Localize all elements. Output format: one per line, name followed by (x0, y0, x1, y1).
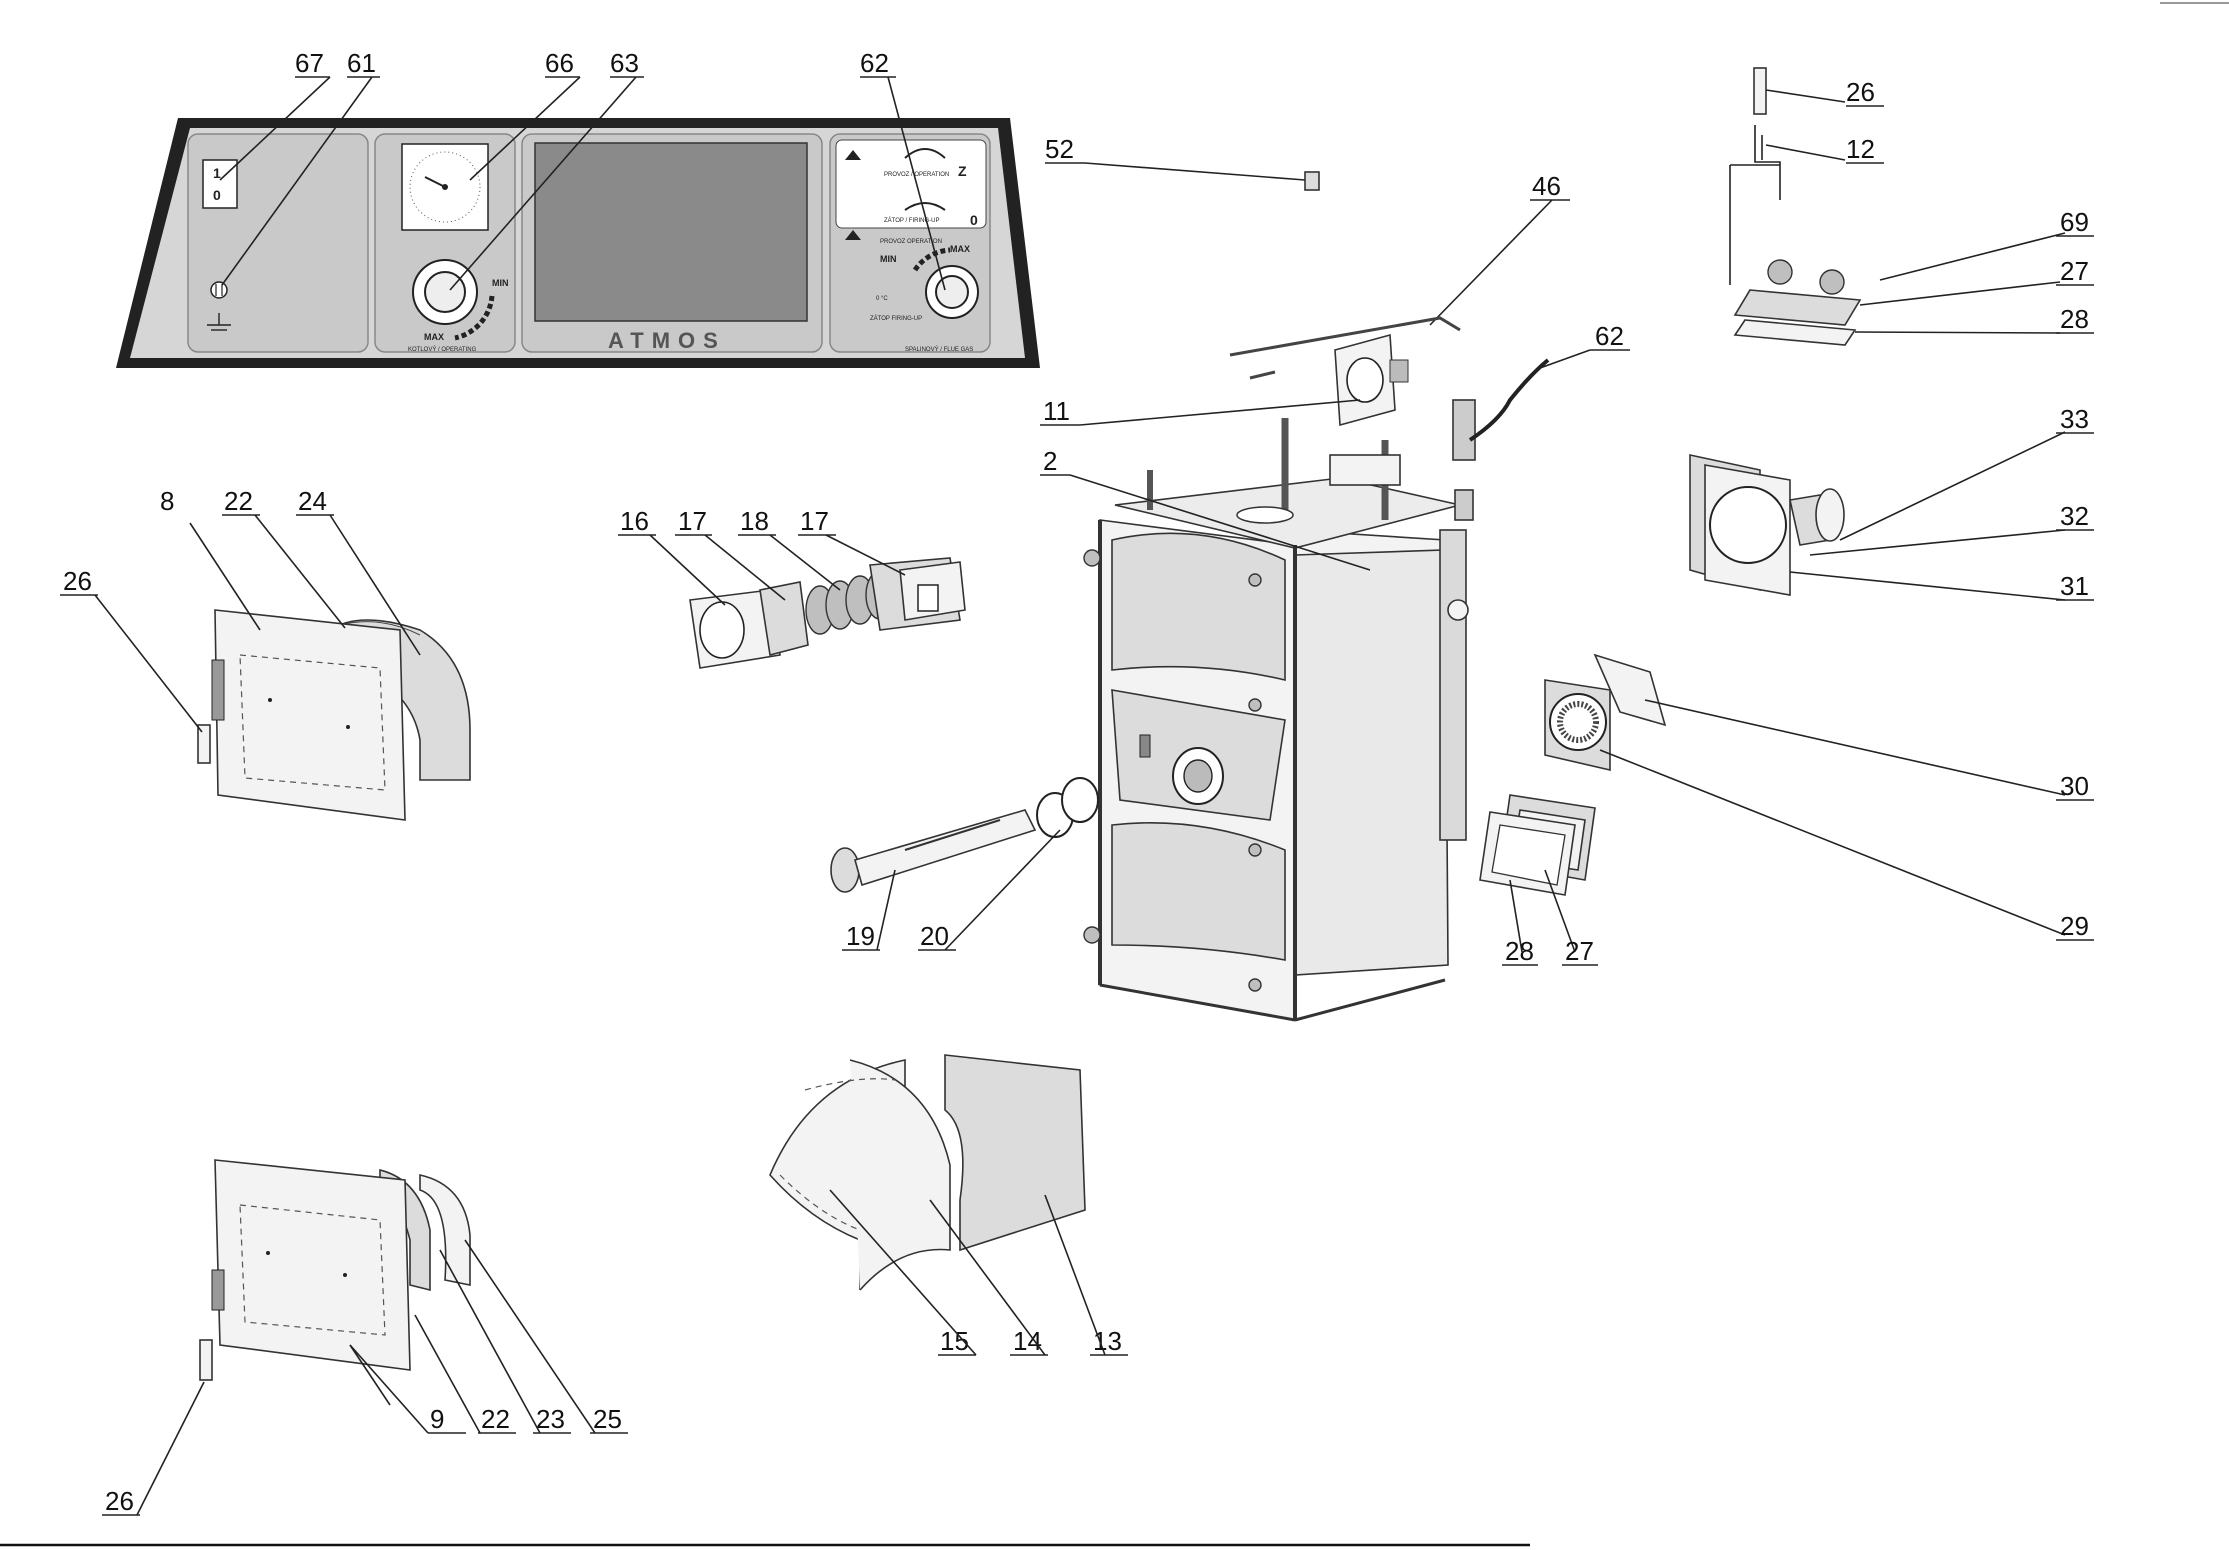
label-26-top: 26 (1846, 77, 1875, 107)
gasket-group-lower: 28 27 (1479, 794, 1598, 966)
boiler-body (1083, 399, 1476, 1022)
label-26-bottom: 26 (105, 1486, 134, 1516)
nozzle-set: 16 17 18 17 (618, 506, 966, 669)
label-32: 32 (2060, 501, 2089, 531)
door-9 (214, 1159, 411, 1371)
label-69: 69 (2060, 207, 2089, 237)
label-18: 18 (740, 506, 769, 536)
label-62-body: 62 (1595, 321, 1624, 351)
label-28-top: 28 (2060, 304, 2089, 334)
fluegas-min-text: MIN (880, 254, 897, 264)
label-61: 61 (347, 48, 376, 78)
switch-on-text: 1 (213, 165, 221, 181)
flange-11: 11 (1040, 333, 1409, 427)
gauge-label-text: KOTLOVÝ / OPERATING (408, 346, 477, 353)
sensor-head (1452, 399, 1476, 461)
fluegas-max-text: MAX (950, 244, 970, 254)
control-panel: 1 0 MIN MAX KOTLOVÝ / OPERATING ATMOS PR… (116, 118, 1040, 368)
label-31: 31 (2060, 571, 2089, 601)
fan-housing-group: 33 32 31 (1689, 404, 2094, 601)
label-62-panel: 62 (860, 48, 889, 78)
pin-part (1753, 67, 1767, 115)
label-12: 12 (1846, 134, 1875, 164)
label-8: 8 (160, 486, 174, 516)
thermostat-max-text: MAX (424, 332, 444, 342)
label-11: 11 (1043, 396, 1070, 426)
label-17-right: 17 (800, 506, 829, 536)
lower-door-assembly: 9 22 23 25 26 (102, 1159, 628, 1516)
ground-symbol-icon (207, 313, 231, 331)
display-window (534, 142, 808, 322)
mode-operation-text: PROVOZ / OPERATION (884, 172, 949, 178)
mode-z-text: Z (958, 163, 967, 179)
label-23: 23 (536, 1404, 565, 1434)
label-22-top: 22 (224, 486, 253, 516)
thermometer-gauge (401, 143, 489, 231)
label-20: 20 (920, 921, 949, 951)
rod-and-cover-group: 26 12 69 27 28 (1729, 67, 2094, 346)
ash-pan-group: 15 14 13 (769, 1054, 1128, 1356)
upper-door (1111, 532, 1286, 682)
label-25: 25 (593, 1404, 622, 1434)
door-8 (214, 609, 406, 821)
label-24: 24 (298, 486, 327, 516)
bolt-group: 19 20 (830, 777, 1099, 951)
fluegas-operation-text: PROVOZ OPERATION (880, 239, 942, 245)
cover-plate (1733, 289, 1862, 326)
label-16: 16 (620, 506, 649, 536)
label-33: 33 (2060, 404, 2089, 434)
door-pin-lower (199, 1339, 213, 1381)
flame-icon (845, 150, 861, 160)
fluegas-firing-text: ZÁTOP FIRING-UP (870, 315, 922, 322)
brand-text: ATMOS (608, 328, 726, 353)
lower-door (1111, 821, 1286, 961)
label-2: 2 (1043, 446, 1057, 476)
gauge-needle (424, 176, 446, 188)
upper-door-assembly: 8 22 24 26 (60, 486, 471, 821)
door-handle-pin (197, 724, 211, 764)
label-26-mid: 26 (63, 566, 92, 596)
label-27-lower: 27 (1565, 936, 1594, 966)
panel-callouts: 67 61 66 63 62 (219, 48, 946, 291)
damper-group: 30 29 (1544, 653, 2094, 941)
label-30: 30 (2060, 771, 2089, 801)
main-switch[interactable] (202, 159, 238, 209)
label-28-lower: 28 (1505, 936, 1534, 966)
label-63: 63 (610, 48, 639, 78)
flame-icon-2 (845, 230, 861, 240)
switch-off-text: 0 (213, 187, 221, 203)
fluegas-zero-text: 0 °C (876, 296, 888, 302)
bar-46: 46 (1229, 171, 1570, 380)
label-22-bottom: 22 (481, 1404, 510, 1434)
callout-2: 2 (1040, 446, 1371, 571)
fluegas-label-text: SPALINOVÝ / FLUE GAS (905, 346, 973, 353)
label-52: 52 (1045, 134, 1074, 164)
label-67: 67 (295, 48, 324, 78)
label-17-left: 17 (678, 506, 707, 536)
label-27-top: 27 (2060, 256, 2089, 286)
label-9: 9 (430, 1404, 444, 1434)
label-13: 13 (1093, 1326, 1122, 1356)
label-46: 46 (1532, 171, 1561, 201)
mode-0-text: 0 (970, 212, 978, 228)
gasket-plate (1733, 319, 1857, 346)
sensor-52: 52 (1045, 134, 1320, 191)
label-19: 19 (846, 921, 875, 951)
mode-switch-panel[interactable] (835, 139, 987, 229)
thermostat-min-text: MIN (492, 278, 509, 288)
mode-firing-text: ZÁTOP / FIRING-UP (884, 217, 939, 224)
label-29: 29 (2060, 911, 2089, 941)
label-66: 66 (545, 48, 574, 78)
sensor-62: 62 (1468, 321, 1630, 442)
fuse-icon[interactable] (210, 281, 228, 299)
